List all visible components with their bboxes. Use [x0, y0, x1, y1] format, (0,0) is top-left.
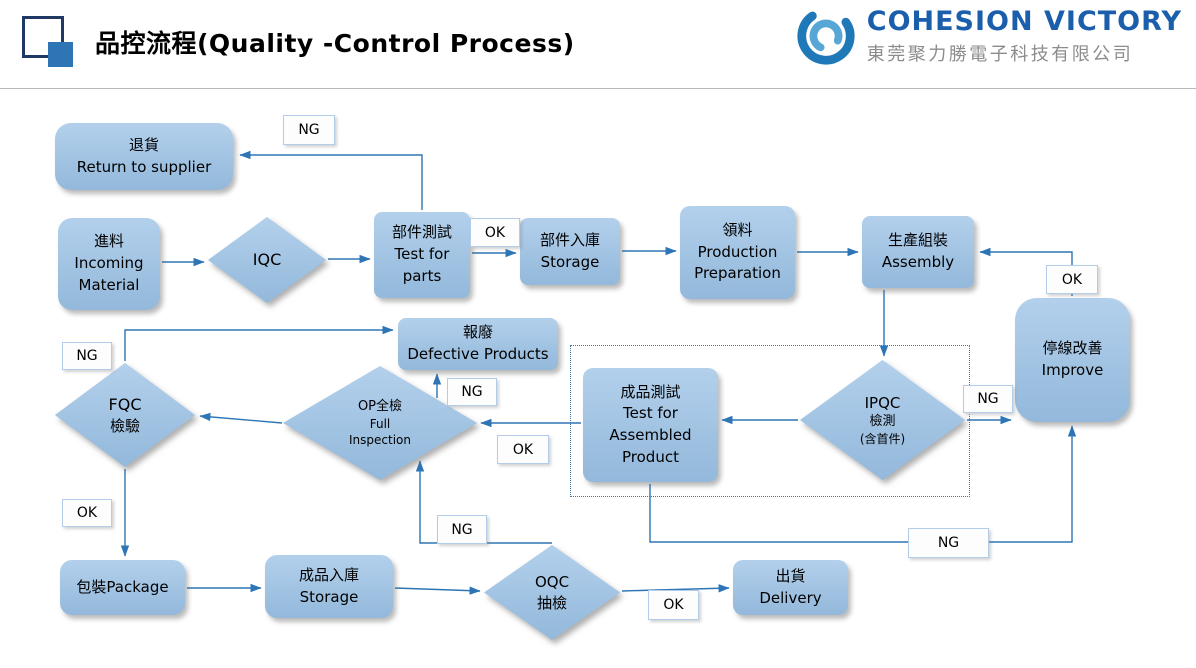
- page-title: 品控流程(Quality -Control Process): [95, 29, 575, 58]
- node-line: OQC: [534, 573, 570, 592]
- edge-label-assembled-ng: NG: [908, 528, 989, 558]
- title-decor-square-filled: [48, 42, 73, 67]
- node-line: 部件測試: [391, 223, 452, 242]
- node-line: 包裝Package: [76, 577, 169, 596]
- node-line: 生產組裝: [887, 231, 948, 250]
- node-line: 領料: [722, 220, 753, 239]
- node-line: (含首件): [859, 431, 906, 446]
- node-line: IQC: [252, 250, 282, 270]
- node-delivery: 出貨 Delivery: [733, 560, 848, 615]
- header-divider: [0, 88, 1196, 89]
- node-parts-storage: 部件入庫 Storage: [520, 218, 620, 285]
- node-line: Defective Products: [407, 345, 549, 363]
- node-production-preparation: 領料 Production Preparation: [680, 206, 795, 299]
- node-line: Return to supplier: [76, 157, 212, 176]
- node-line: 成品測試: [620, 382, 681, 401]
- arrow-finished-storage-to-oqc: [394, 586, 481, 595]
- brand-subtitle: 東莞聚力勝電子科技有限公司: [866, 44, 1134, 65]
- node-line: Preparation: [694, 264, 781, 283]
- node-line: Product: [622, 447, 679, 466]
- node-line: 報廢: [462, 323, 493, 342]
- node-defective-products: 報廢 Defective Products: [398, 318, 558, 370]
- node-improve: 停線改善 Improve: [1015, 298, 1130, 422]
- node-test-for-parts: 部件測試 Test for parts: [374, 212, 470, 298]
- node-line: OP全檢: [357, 399, 403, 415]
- brand-text: COHESION VICTORY 東莞聚力勝電子科技有限公司: [867, 6, 1182, 66]
- brand-logo-icon: [797, 7, 855, 65]
- node-line: Storage: [540, 252, 600, 271]
- edge-label-test-ok: OK: [470, 218, 520, 247]
- ipqc-diamond-shape: IPQC 檢測 (含首件): [800, 360, 965, 480]
- node-line: Assembly: [881, 253, 955, 271]
- edge-label-op-ng: NG: [447, 378, 497, 406]
- node-line: Incoming: [74, 254, 144, 273]
- node-line: Production: [697, 242, 778, 261]
- node-ipqc: IPQC 檢測 (含首件): [800, 360, 965, 480]
- brand-name: COHESION VICTORY: [866, 6, 1182, 37]
- node-line: 成品入庫: [298, 565, 359, 584]
- node-finished-goods-storage: 成品入庫 Storage: [265, 555, 393, 618]
- edge-label-assembled-ok: OK: [497, 435, 549, 464]
- node-line: 出貨: [775, 566, 806, 585]
- node-line: Storage: [299, 587, 359, 606]
- node-line: 退貨: [128, 135, 159, 154]
- arrow-fqc-ng-to-defective: [124, 325, 394, 361]
- node-line: 部件入庫: [539, 230, 600, 249]
- node-line: Delivery: [759, 588, 822, 607]
- node-line: 進料: [93, 232, 124, 251]
- node-line: FQC: [108, 395, 142, 415]
- arrow-op-to-fqc: [199, 412, 283, 424]
- node-oqc: OQC 抽檢: [484, 545, 620, 640]
- edge-label-oqc-ok: OK: [648, 590, 699, 620]
- node-package: 包裝Package: [60, 560, 185, 615]
- node-assembly: 生產組裝 Assembly: [862, 216, 974, 288]
- node-line: 停線改善: [1042, 339, 1103, 358]
- node-line: Improve: [1041, 361, 1104, 379]
- node-fqc: FQC 檢驗: [55, 363, 195, 467]
- arrow-test-ng-to-return: [239, 150, 423, 210]
- node-line: 抽檢: [536, 593, 567, 612]
- edge-label-oqc-ng: NG: [437, 515, 487, 544]
- node-line: Assembled: [609, 426, 692, 444]
- node-iqc: IQC: [208, 217, 326, 303]
- fqc-diamond-shape: FQC 檢驗: [55, 363, 195, 467]
- iqc-diamond-shape: IQC: [208, 217, 326, 303]
- edge-label-fqc-ng: NG: [62, 342, 112, 370]
- node-return-to-supplier: 退貨 Return to supplier: [55, 123, 233, 190]
- node-line: 檢測: [869, 414, 896, 430]
- node-line: Inspection: [349, 432, 411, 447]
- node-assembled-product-test: 成品測試 Test for Assembled Product: [583, 368, 718, 482]
- edge-label-ipqc-ng: NG: [963, 385, 1013, 413]
- node-line: IPQC: [864, 394, 901, 412]
- oqc-diamond-shape: OQC 抽檢: [484, 545, 620, 640]
- node-line: Full: [369, 416, 391, 431]
- edge-label-improve-ok: OK: [1046, 265, 1098, 294]
- node-line: Material: [78, 275, 140, 294]
- edge-label-fqc-ok: OK: [62, 499, 112, 527]
- node-incoming-material: 進料 Incoming Material: [58, 218, 160, 310]
- node-line: 檢驗: [109, 416, 140, 435]
- node-line: Test for: [394, 245, 450, 264]
- node-line: Test for: [623, 404, 678, 423]
- node-line: parts: [402, 266, 442, 285]
- slide-header: 品控流程(Quality -Control Process) COHESION …: [0, 0, 1196, 89]
- edge-label-test-ng: NG: [283, 115, 335, 145]
- brand-block: COHESION VICTORY 東莞聚力勝電子科技有限公司: [795, 5, 1182, 67]
